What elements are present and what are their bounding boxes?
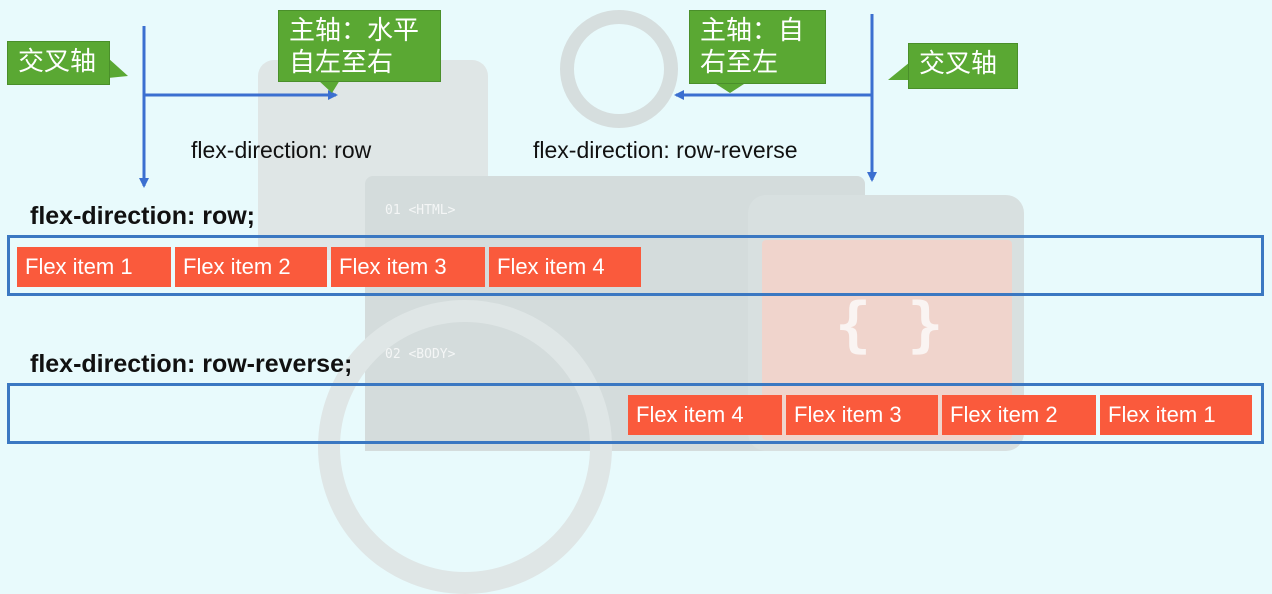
callout-cross-axis-right-text: 交叉轴	[919, 48, 998, 78]
flex-item: Flex item 2	[175, 247, 327, 287]
flex-item: Flex item 2	[942, 395, 1096, 435]
label-flex-direction-row: flex-direction: row	[191, 137, 372, 163]
callout-main-axis-rtl-line1: 主轴：自	[700, 15, 805, 45]
flex-item: Flex item 3	[786, 395, 938, 435]
flex-container-row-reverse: Flex item 4 Flex item 3 Flex item 2 Flex…	[7, 383, 1264, 444]
flex-item: Flex item 4	[628, 395, 782, 435]
callout-main-axis-left-to-right: 主轴：水平 自左至右	[278, 10, 441, 82]
flex-item: Flex item 1	[17, 247, 171, 287]
flex-item: Flex item 4	[489, 247, 641, 287]
callout-main-axis-ltr-line1: 主轴：水平	[289, 15, 420, 45]
flex-container-row: Flex item 1 Flex item 2 Flex item 3 Flex…	[7, 235, 1264, 296]
heading-row: flex-direction: row;	[30, 202, 256, 230]
callout-pointer-main-rtl	[716, 84, 744, 93]
callout-main-axis-ltr-line2: 自左至右	[289, 47, 394, 77]
callout-cross-axis-left: 交叉轴	[7, 41, 110, 85]
background-brace-glyph: { }	[835, 290, 944, 360]
label-flex-direction-row-reverse: flex-direction: row-reverse	[533, 137, 798, 163]
axis-arrows	[108, 14, 910, 188]
callout-pointer-cross-right	[888, 62, 910, 80]
callout-main-axis-rtl-line2: 右至左	[700, 47, 779, 77]
callout-pointer-cross-left	[108, 58, 128, 78]
background-code-line-2: 02 <BODY>	[385, 347, 456, 362]
flex-item: Flex item 1	[1100, 395, 1252, 435]
heading-row-reverse: flex-direction: row-reverse;	[30, 350, 353, 378]
flex-item: Flex item 3	[331, 247, 485, 287]
callout-cross-axis-left-text: 交叉轴	[18, 46, 97, 76]
callout-main-axis-right-to-left: 主轴：自 右至左	[689, 10, 826, 84]
callout-pointer-main-ltr	[318, 80, 340, 93]
callout-cross-axis-right: 交叉轴	[908, 43, 1018, 89]
background-code-line-1: 01 <HTML>	[385, 203, 456, 218]
